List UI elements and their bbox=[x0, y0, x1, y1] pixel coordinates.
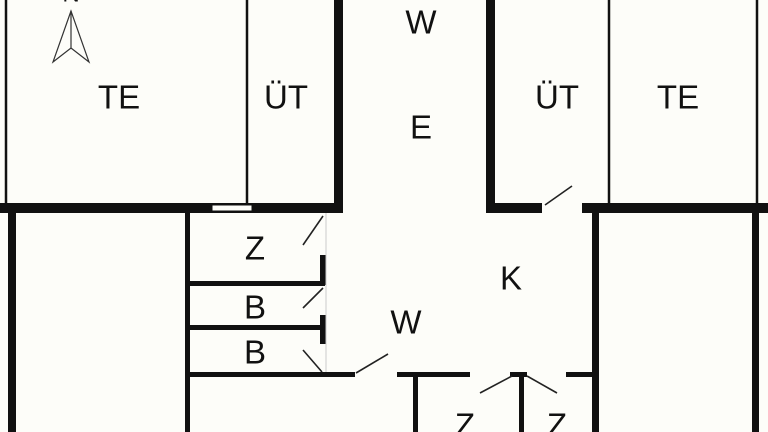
room-label-ut-right: ÜT bbox=[535, 79, 579, 116]
room-label-k: K bbox=[500, 260, 522, 297]
room-label-b-1: B bbox=[244, 289, 266, 326]
north-arrow-icon: N bbox=[51, 0, 91, 64]
room-label-b-2: B bbox=[244, 334, 266, 371]
room-label-te-left: TE bbox=[98, 79, 140, 116]
room-label-ut-left: ÜT bbox=[264, 79, 308, 116]
room-label-e: E bbox=[410, 109, 432, 146]
north-label: N bbox=[62, 0, 79, 8]
room-label-w: W bbox=[390, 304, 422, 341]
room-label-te-right: TE bbox=[657, 79, 699, 116]
room-label-w-top: W bbox=[405, 4, 437, 41]
room-label-z-left: Z bbox=[245, 230, 265, 267]
room-label-z-bottom-1: Z bbox=[455, 407, 475, 432]
window bbox=[211, 204, 253, 212]
room-labels: W E TE ÜT ÜT TE Z B B W K Z Z bbox=[98, 4, 699, 432]
door-swings bbox=[302, 185, 573, 394]
room-label-z-bottom-2: Z bbox=[547, 407, 567, 432]
